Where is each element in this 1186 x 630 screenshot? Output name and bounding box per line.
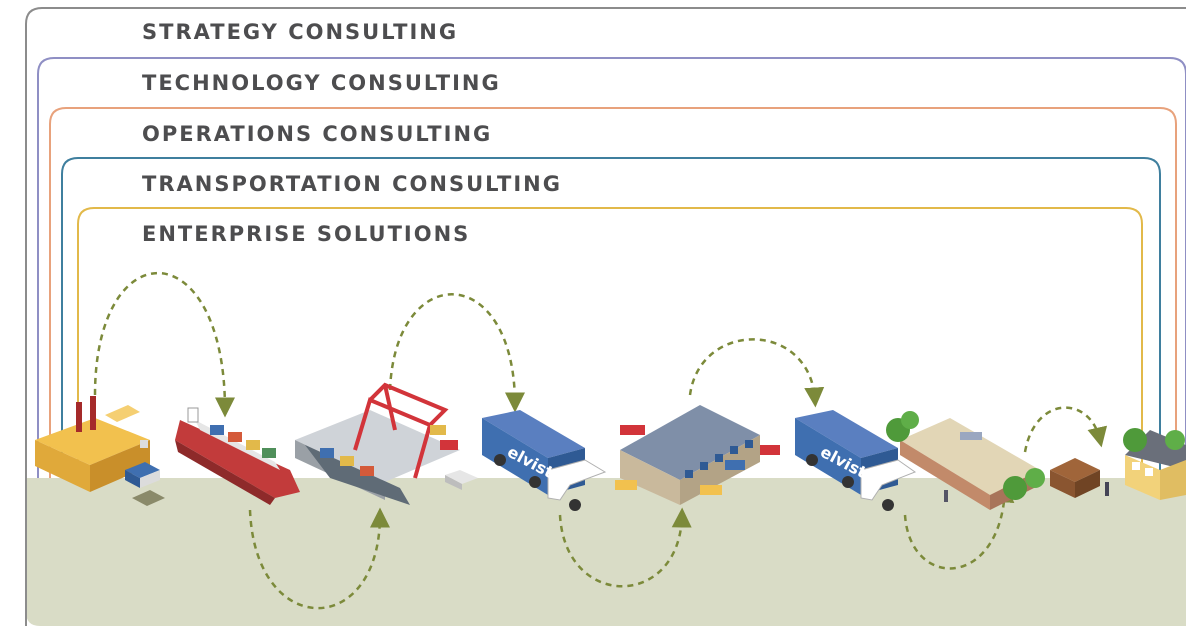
ship-icon — [175, 407, 300, 505]
band-label-operations-consulting: OPERATIONS CONSULTING — [142, 122, 493, 146]
band-label-strategy-consulting: STRATEGY CONSULTING — [142, 20, 459, 44]
flow-arrow-truck-to-store — [903, 482, 1015, 570]
warehouse-icon — [615, 405, 780, 505]
band-label-enterprise-solutions: ENTERPRISE SOLUTIONS — [142, 222, 471, 246]
strategy-band-border — [25, 7, 1186, 626]
truck-icon: elvista — [795, 410, 917, 511]
house-icon — [1123, 428, 1186, 500]
flow-arrow-ship-to-port — [248, 507, 390, 610]
port-crane-icon — [295, 382, 460, 505]
van-icon — [1050, 458, 1109, 498]
flow-arrow-port-to-truck — [388, 293, 525, 413]
flow-arrow-factory-to-ship — [93, 271, 235, 418]
flow-arrows — [93, 271, 1108, 610]
band-label-technology-consulting: TECHNOLOGY CONSULTING — [142, 71, 501, 95]
factory-icon — [35, 396, 150, 492]
band-label-transportation-consulting: TRANSPORTATION CONSULTING — [142, 172, 562, 196]
technology-band-border — [37, 57, 1186, 478]
small-truck-icon — [125, 462, 165, 506]
small-truck-icon — [445, 470, 478, 490]
flow-arrow-warehouse-to-truck — [688, 338, 825, 408]
ground-area — [26, 478, 1186, 626]
store-icon — [886, 411, 1045, 510]
flow-arrow-truck-to-warehouse — [558, 507, 692, 588]
enterprise-band-border — [77, 207, 1143, 478]
transportation-band-border — [61, 157, 1161, 478]
operations-band-border — [49, 107, 1177, 478]
flow-arrow-van-to-home — [1023, 406, 1108, 453]
